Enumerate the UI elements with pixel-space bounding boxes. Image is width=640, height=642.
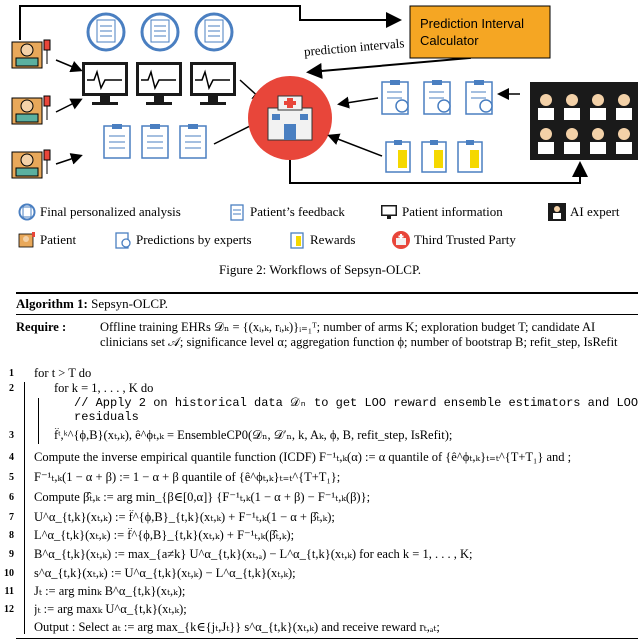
patient-icon [11,95,51,125]
algorithm-line: // Apply 2 on historical data 𝒟ₙ to get … [74,396,638,410]
final-analysis-icon [86,12,126,52]
legend-item-expert-predictions: Predictions by experts [114,231,252,249]
line-number: 11 [4,586,14,597]
algorithm-line: L^α_{t,k}(xₜ,ₖ) := f̂^{ϕ,B}_{t,k}(xₜ,ₖ) … [34,528,295,542]
line-number: 8 [9,530,14,541]
line-number: 1 [9,368,14,379]
algorithm-label: Algorithm 1: [16,296,88,311]
line-number: 10 [4,568,14,579]
legend-label: AI expert [570,204,620,219]
legend-label: Predictions by experts [136,232,252,247]
legend-label: Third Trusted Party [414,232,516,247]
legend-label: Rewards [310,232,356,247]
patient-icon [11,39,51,69]
ai-expert-icon [548,203,566,221]
line-number: 9 [9,549,14,560]
patient-info-icon [381,205,397,219]
line-number: 4 [9,452,14,463]
algorithm-line: Jₜ := arg minₖ B^α_{t,k}(xₜ,ₖ); [34,584,186,598]
algorithm-line: for k = 1, . . . , K do [54,381,154,395]
final-analysis-icon [194,12,234,52]
algorithm-line: Compute the inverse empirical quantile f… [34,450,572,464]
expert-predictions-icon [381,80,409,115]
line-number: 2 [9,383,14,394]
algorithm-line: U^α_{t,k}(xₜ,ₖ) := f̂^{ϕ,B}_{t,k}(xₜ,ₖ) … [34,510,335,524]
figure-caption: Figure 2: Workflows of Sepsyn-OLCP. [218,262,422,277]
algorithm-top-rule [16,292,638,294]
legend-item-third-party: Third Trusted Party [392,231,516,249]
legend-item-patient-feedback: Patient’s feedback [228,203,345,221]
patient-info-icon [82,62,128,105]
expert-predictions-icon [423,80,451,115]
algorithm-bottom-rule [16,638,638,639]
expert-predictions-icon [115,232,131,249]
algorithm-line: residuals [74,410,139,424]
calculator-box [409,5,551,59]
require-text: Offline training EHRs 𝒟ₙ = {(xᵢ,ₖ, rᵢ,ₖ)… [100,320,618,349]
rewards-icon [421,140,447,173]
line-number: 7 [9,512,14,523]
rewards-icon [457,140,483,173]
third-party-icon [392,231,410,249]
inner-for-scope-bar [38,398,39,444]
legend-item-rewards: Rewards [288,231,356,249]
patient-info-icon [136,62,182,105]
line-number: 3 [9,430,14,441]
legend-label: Final personalized analysis [40,204,181,219]
patient-icon [11,149,51,179]
algorithm-line: f̂ᵗ,ᵏ^{ϕ,B}(xₜ,ₖ), ê^ϕₜ,ₖ = EnsembleCP0(… [54,428,453,442]
algorithm-line: Output : Select aₜ := arg max_{k∈{jₜ,Jₜ}… [34,620,440,634]
rewards-icon [385,140,411,173]
algorithm-line: s^α_{t,k}(xₜ,ₖ) := U^α_{t,k}(xₜ,ₖ) − L^α… [34,566,296,580]
legend-label: Patient [40,232,77,247]
expert-predictions-icon [465,80,493,115]
bottom-flow-arrow [289,160,588,184]
patient-feedback-icon [179,124,207,159]
top-flow-arrow [19,5,402,40]
patient-feedback-icon [103,124,131,159]
algorithm-title: Algorithm 1: Sepsyn-OLCP. [16,296,168,312]
final-analysis-icon [18,203,36,221]
line-number: 5 [9,472,14,483]
final-analysis-icon [140,12,180,52]
algorithm-line: for t > T do [34,366,92,380]
legend-item-patient-info: Patient information [380,203,503,221]
for-scope-bar [24,382,25,634]
algorithm-title-rule [16,314,638,315]
line-number: 12 [4,604,14,615]
require-keyword: Require : [16,320,67,334]
rewards-icon [290,232,304,249]
algorithm-line: F⁻¹ₜ,ₖ(1 − α + β) := 1 − α + β quantile … [34,470,341,484]
patient-info-icon [190,62,236,105]
line-number: 6 [9,492,14,503]
third-party-icon [248,76,332,160]
algorithm-name: Sepsyn-OLCP. [91,296,169,311]
legend-label: Patient information [402,204,503,219]
calculator-label-2: Calculator [420,33,479,48]
patient-feedback-icon [230,204,244,221]
workflow-figure: Prediction Interval Calculator predictio… [11,5,638,184]
algorithm-line: jₜ := arg maxₖ U^α_{t,k}(xₜ,ₖ); [34,602,187,616]
patient-icon [18,232,35,248]
algorithm-line: Compute β̂ₜ,ₖ := arg min_{β∈[0,α]} {F⁻¹ₜ… [34,490,371,504]
calculator-label-1: Prediction Interval [420,16,524,31]
patient-feedback-icon [141,124,169,159]
legend-item-final-analysis: Final personalized analysis [18,203,181,221]
legend-label: Patient’s feedback [250,204,345,219]
legend-item-patient: Patient [18,231,76,249]
arrow-label: prediction intervals [303,35,405,59]
algorithm-line: B^α_{t,k}(xₜ,ₖ) := max_{a≠k} U^α_{t,k}(x… [34,547,473,561]
ai-expert-panel [530,82,638,160]
legend-item-ai-expert: AI expert [548,203,619,221]
